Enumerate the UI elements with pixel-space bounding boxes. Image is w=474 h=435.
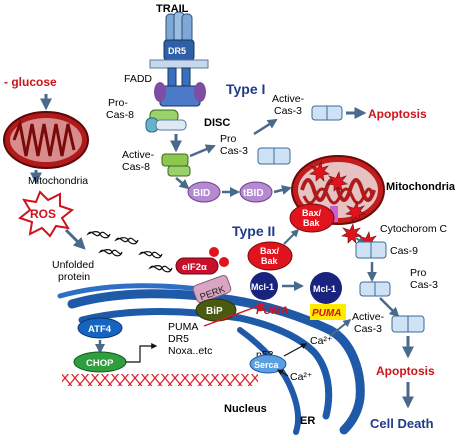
- active-cas3-top-icon: [311, 105, 343, 121]
- type-i-label: Type I: [226, 81, 265, 97]
- arrow-chop-to-targets: [126, 343, 158, 363]
- arrow-procas3-to-activecas3: [253, 118, 278, 136]
- nucleus-label: Nucleus: [224, 403, 267, 415]
- cell-death-label: Cell Death: [370, 416, 434, 431]
- cas9-label: Cas-9: [390, 245, 418, 257]
- mitochondria-right-label: Mitochondria: [386, 181, 456, 193]
- mcl1-b-label: Mcl-1: [313, 284, 336, 294]
- mitochondrion-left: [3, 111, 89, 169]
- active-cas8-icon: [161, 153, 191, 177]
- puma-box: [310, 304, 346, 320]
- bip-label: BiP: [206, 306, 223, 317]
- glucose-label: - glucose: [4, 75, 57, 89]
- bax-bak-2-node: [247, 241, 293, 271]
- tbid-node: [239, 181, 273, 203]
- fadd-label: FADD: [124, 73, 152, 85]
- active-cas3-top-label: Active-Cas-3: [272, 93, 305, 117]
- serca-label: Serca: [254, 360, 280, 370]
- mcl1-a-label: Mcl-1: [251, 282, 274, 292]
- cytochrome-c-label: Cytochorom C: [380, 223, 448, 235]
- disc-label: DISC: [204, 117, 230, 129]
- apoptosis-top-label: Apoptosis: [368, 107, 427, 121]
- pro-cas3-bottom-icon: [359, 281, 391, 297]
- ros-burst: [17, 190, 75, 238]
- arrow-ros-to-er: [64, 228, 86, 250]
- arrow-cas8-to-procas3: [189, 144, 216, 158]
- unfolded-protein-icons: [86, 231, 173, 273]
- trail-dr5-disc-complex: [145, 11, 209, 133]
- bid-node: [187, 181, 221, 203]
- arrow-ca-to-serca: [276, 369, 289, 377]
- dna-strand: [62, 374, 258, 386]
- apoptosis-bottom-label: Apoptosis: [376, 364, 435, 378]
- arrow-baxbak2-to-baxbak1: [283, 228, 300, 245]
- bid-label: BID: [193, 188, 210, 199]
- serca-node: [249, 354, 287, 374]
- arrow-cas8-to-bid: [175, 177, 190, 190]
- cas9-icon: [355, 241, 387, 259]
- eif2a-label: eIF2α: [182, 262, 207, 273]
- arrow-serca-to-ca: [283, 343, 308, 357]
- pro-cas3-top-icon: [257, 147, 291, 165]
- type-ii-label: Type II: [232, 223, 275, 239]
- trail-label: TRAIL: [156, 3, 189, 15]
- ros-label: ROS: [30, 207, 56, 221]
- tbid-label: tBID: [243, 188, 264, 199]
- ca-2-label: Ca²⁺: [290, 371, 313, 383]
- mitochondria-left-label: Mitochondria: [28, 175, 88, 187]
- ca-1-label: Ca²⁺: [310, 335, 333, 347]
- er-label: ER: [300, 415, 315, 427]
- bax-bak-1-label: Bax/Bak: [302, 208, 322, 228]
- arrow-puma-to-nucleus-puma: [203, 302, 266, 327]
- atf4-node: [77, 317, 123, 339]
- mcl1-a-node: [250, 272, 278, 300]
- active-cas3-bottom-icon: [391, 315, 425, 333]
- chop-label: CHOP: [86, 358, 114, 369]
- active-cas3-bottom-label: Active-Cas-3: [352, 311, 385, 335]
- active-cas8-label: Active-Cas-8: [122, 149, 155, 173]
- puma-italic-label: PUMA: [256, 305, 288, 317]
- atf4-label: ATF4: [88, 324, 112, 335]
- arrow-ca-to-active-cas3: [329, 319, 352, 337]
- bax-bak-pore: [289, 203, 338, 233]
- pro-cas8-label: Pro-Cas-8: [106, 97, 134, 121]
- bax-bak-2-label: Bax/Bak: [260, 246, 280, 266]
- dr5-receptor-label: DR5: [168, 46, 186, 56]
- arrow-procas3-down: [379, 297, 400, 318]
- arrow-tbid-to-mito: [273, 185, 292, 195]
- er-membrane: [57, 283, 365, 435]
- puma-box-label: PUMA: [312, 308, 341, 319]
- mcl1-b-node: [310, 272, 342, 304]
- perk-node: [192, 275, 232, 303]
- eif2a-node: [175, 247, 229, 275]
